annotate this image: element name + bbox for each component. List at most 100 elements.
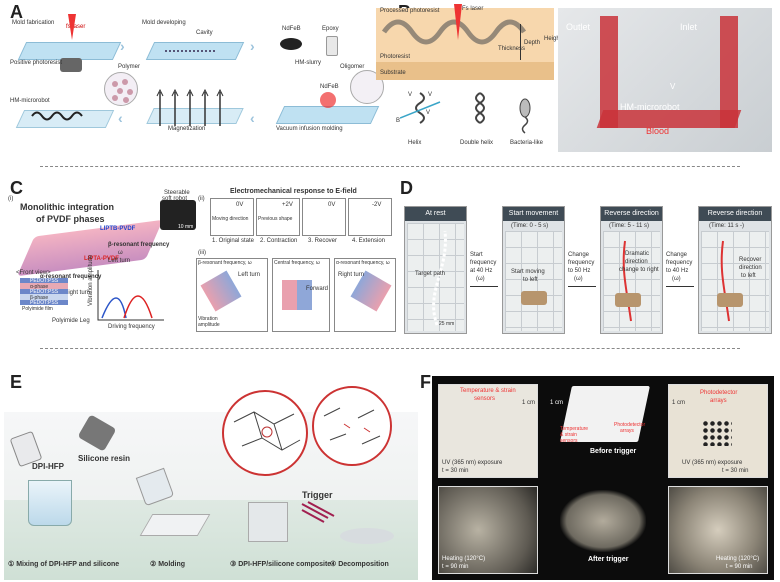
label-ndfeb-2: NdFeB <box>320 84 339 90</box>
vacuum-plate <box>275 106 380 124</box>
frame-grid <box>701 231 769 331</box>
depth-indicator <box>520 24 521 60</box>
label-photoresist: Photoresist <box>380 54 411 60</box>
panel-letter-d: D <box>400 178 413 198</box>
trajectory-line <box>720 240 730 322</box>
label-bacteria-like: Bacteria-like <box>510 140 544 146</box>
step-3-line-1: Change <box>666 252 688 258</box>
outlet-channel <box>600 16 618 128</box>
frame-time-1: (Time: 0 - 5 s) <box>511 223 549 229</box>
composite-cube-icon <box>248 502 288 542</box>
label-amplitude: amplitude <box>198 322 220 328</box>
inlet-channel <box>720 16 738 128</box>
arrow-right-icon <box>666 286 694 287</box>
label-steerable: Steerable <box>164 190 190 196</box>
label-outlet: Outlet <box>566 22 591 32</box>
photodetector-array-grid <box>702 420 732 446</box>
arrow-right-icon <box>470 286 498 287</box>
step-2-line-4: (ω) <box>574 276 583 282</box>
state-box-1 <box>210 198 254 236</box>
chevron-right-icon: › <box>120 38 125 54</box>
frame-reverse-direction-2: Reverse direction (Time: 11 s -) Recover… <box>698 206 772 334</box>
siloxane-network-icon <box>233 411 301 451</box>
chevron-left-icon: ‹ <box>118 110 123 126</box>
frame-grid <box>603 231 660 331</box>
label-pedot-2: PEDOT:PSS <box>30 289 59 295</box>
laser-beam-icon-b <box>454 4 462 40</box>
step-2-line-2: frequency <box>568 260 595 266</box>
label-processed-photoresist: Processed photoresist <box>380 8 440 14</box>
sensor-patch-photo <box>438 384 538 478</box>
step-1-line-3: at 40 Hz <box>470 268 493 274</box>
label-substrate: Substrate <box>380 70 406 76</box>
mixing-beaker-icon <box>28 480 72 526</box>
label-target-path: Target path <box>415 271 446 277</box>
label-lirtb-pvdf: LIPTB-PVDF <box>100 226 136 232</box>
label-driving-frequency: Driving frequency <box>108 324 155 330</box>
label-t-3: t = 90 min <box>442 564 469 570</box>
label-step-1-mixing: ① Mixing of DPI-HFP and silicone <box>8 561 120 568</box>
label-inlet: Inlet <box>680 22 698 32</box>
label-vs: V <box>426 110 431 116</box>
layer-stack <box>20 278 68 312</box>
label-helix: Helix <box>408 140 422 146</box>
label-central-box: Central frequency, ω <box>274 260 320 266</box>
step-3-line-4: (ω) <box>672 276 681 282</box>
decomposed-network-icon <box>323 407 381 445</box>
state-box-2 <box>256 198 300 236</box>
label-epoxy: Epoxy <box>322 26 339 32</box>
label-hm-microrobot: HM-microrobot <box>10 98 50 104</box>
label-omega-beta: ω <box>118 250 123 256</box>
label-right-turn: Right turn <box>64 290 91 296</box>
forward-robot-icon <box>282 280 312 310</box>
label-depth: Depth <box>524 40 541 46</box>
label-dramatic-1: Dramatic <box>625 251 650 257</box>
chevron-right-icon: › <box>250 38 255 54</box>
label-left-turn-2: Left turn <box>238 272 261 278</box>
label-t-4: t = 90 min <box>726 564 753 570</box>
step-3-line-3: to 40 Hz <box>666 268 689 274</box>
label-fs-laser-b: Fs laser <box>462 6 484 12</box>
state-box-3 <box>302 198 346 236</box>
label-height: Height <box>544 36 562 42</box>
label-pedot-1: PEDOT:PSS <box>30 278 59 284</box>
label-right-turn-2: Right turn <box>338 272 365 278</box>
device-photo-after <box>560 490 646 552</box>
label-silicone-resin: Silicone resin <box>78 454 131 463</box>
beta-frequency-box <box>196 258 268 332</box>
label-1cm-b: 1 cm <box>550 400 564 406</box>
polymer-magnifier-icon <box>104 72 138 106</box>
label-alpha-box: α-resonant frequency, ω <box>336 260 390 266</box>
objective-lens-icon <box>60 58 82 72</box>
laser-beam-icon <box>68 14 76 40</box>
label-0v-b: 0V <box>328 202 336 208</box>
label-dpi-hfp: DPI-HFP <box>32 462 64 471</box>
frame-title-0: At rest <box>405 207 466 221</box>
label-0v-a: 0V <box>236 202 244 208</box>
label-electromechanical: Electromechanical response to E-field <box>230 188 357 195</box>
helix-types-icon <box>400 92 531 134</box>
label-state-3: 3. Recover <box>308 238 338 244</box>
label-2v-a: +2V <box>282 202 293 208</box>
label-vf: V <box>670 82 676 91</box>
label-pedot-3: PEDOT:PSS <box>30 300 59 306</box>
frame-title-3: Reverse direction <box>699 207 771 221</box>
label-t-2: t = 30 min <box>722 468 749 474</box>
panel-letter-f: F <box>420 372 431 392</box>
molecular-structure-zoom <box>222 390 308 476</box>
epoxy-beaker-icon <box>326 36 338 56</box>
label-alpha-phase: α-phase <box>30 284 49 290</box>
label-moving-direction: Moving direction <box>212 216 249 222</box>
label-heat-2: Heating (120°C) <box>716 556 760 562</box>
frame-at-rest: At rest Target path 25 mm <box>404 206 467 334</box>
panel-letter-e: E <box>10 372 23 392</box>
label-mold-fabrication: Mold fabrication <box>12 20 55 26</box>
target-path-line <box>432 230 447 326</box>
label-arrays: arrays <box>620 428 634 434</box>
label-step-3-composite: ③ DPI-HFP/silicone composite <box>230 561 332 568</box>
label-arrays-2: arrays <box>710 398 727 404</box>
label-thickness: Thickness <box>498 46 526 52</box>
label-uv-2: UV (365 nm) exposure <box>682 460 743 466</box>
label-t-1: t = 30 min <box>442 468 469 474</box>
label-before-trigger: Before trigger <box>590 448 637 455</box>
